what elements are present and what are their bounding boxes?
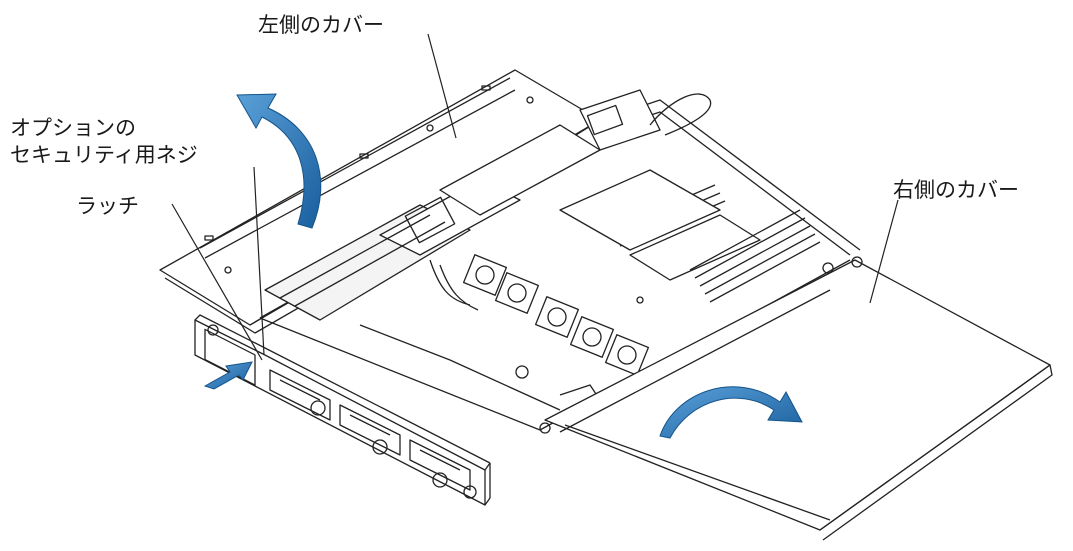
right-cover-label: 右側のカバー [893, 178, 1019, 202]
left-cover-label: 左側のカバー [258, 13, 384, 37]
optional-security-screw-label-line2: セキュリティ用ネジ [10, 143, 198, 167]
latch-label: ラッチ [76, 194, 139, 218]
optional-security-screw-label-line1: オプションの [10, 116, 136, 140]
right-cover-panel [544, 256, 1053, 541]
optional-security-screw-label: オプションの セキュリティ用ネジ [10, 115, 198, 169]
fan-array [462, 254, 650, 376]
callout-leaders [171, 33, 899, 361]
push-arrow-icon [203, 361, 253, 390]
curved-arrow-up-icon [236, 93, 322, 229]
left-cover-panel [159, 69, 601, 334]
curved-arrow-right-icon [659, 386, 803, 439]
internal-components [264, 89, 821, 434]
